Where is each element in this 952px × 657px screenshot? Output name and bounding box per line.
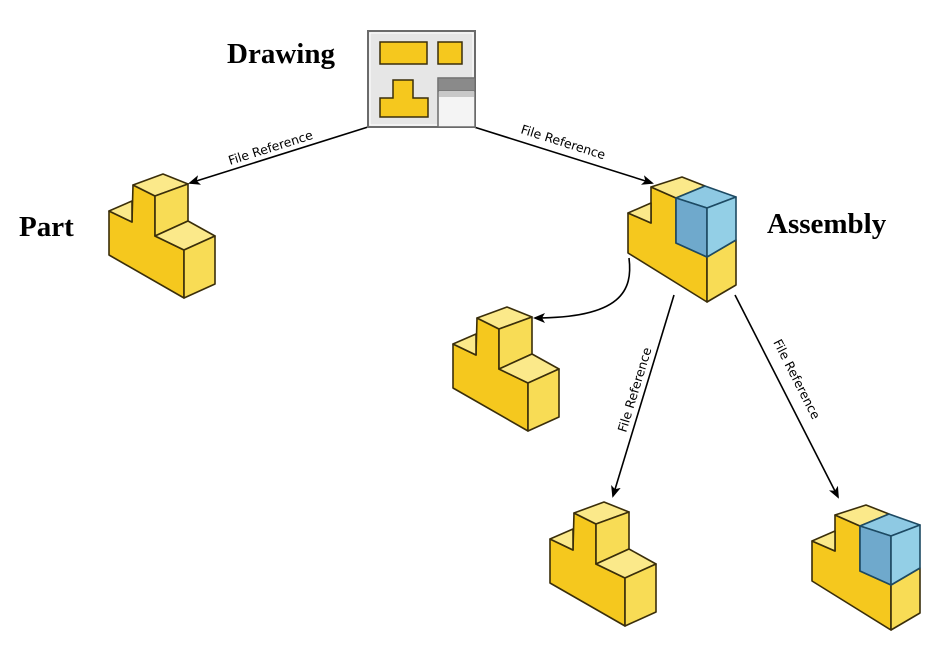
edge-line <box>611 294 675 498</box>
edge-label: File Reference <box>519 122 608 163</box>
node-assembly-child-assembly[interactable] <box>811 504 921 631</box>
edge-line <box>734 294 839 499</box>
node-part[interactable]: Part <box>19 173 216 299</box>
part-icon <box>549 501 657 627</box>
edge-assembly-to-child-part-1 <box>533 257 631 323</box>
node-label-drawing: Drawing <box>227 38 335 70</box>
edge-assembly-to-child-part-2: File Reference <box>611 294 675 498</box>
node-assembly-child-part-2[interactable] <box>549 501 657 627</box>
node-label-part: Part <box>19 211 74 243</box>
edge-line <box>473 126 654 185</box>
edge-drawing-to-assembly: File Reference <box>473 122 654 185</box>
node-assembly-child-part-1[interactable] <box>452 306 560 432</box>
node-drawing[interactable]: Drawing <box>227 30 476 128</box>
part-icon <box>108 173 216 299</box>
node-assembly[interactable]: Assembly <box>627 176 887 303</box>
edge-assembly-to-child-assembly: File Reference <box>734 294 839 499</box>
assembly-icon <box>627 176 737 303</box>
edge-label: File Reference <box>615 345 655 434</box>
node-label-assembly: Assembly <box>767 208 887 240</box>
drawing-icon <box>367 30 476 128</box>
part-icon <box>452 306 560 432</box>
edge-line <box>188 126 369 185</box>
edge-drawing-to-part: File Reference <box>188 126 369 185</box>
edge-line <box>533 257 631 323</box>
assembly-icon <box>811 504 921 631</box>
